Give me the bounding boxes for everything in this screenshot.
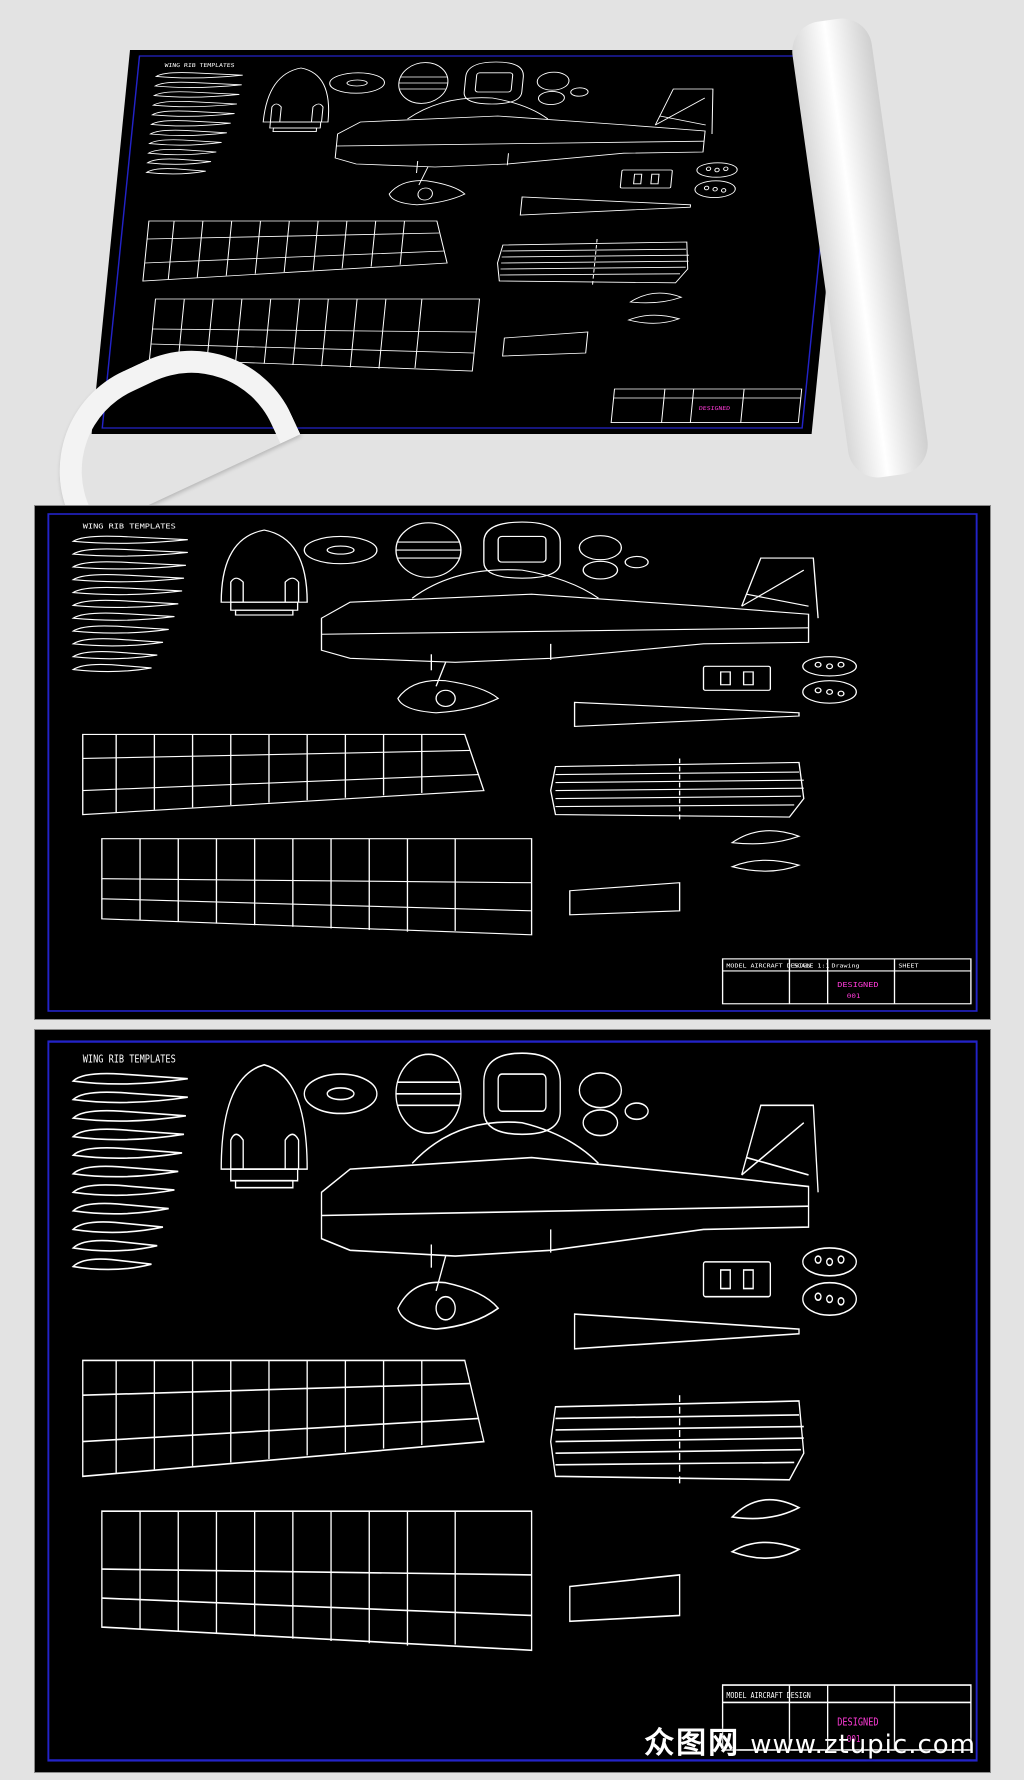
perspective-print: WING RIB TEMPLATES DESIGNED [23, 14, 932, 538]
flat-print-1: WING RIB TEMPLATES MODEL AIRCRAFT DESIGN… [34, 505, 991, 1020]
svg-text:WING RIB TEMPLATES: WING RIB TEMPLATES [83, 1054, 176, 1066]
svg-text:DESIGNED: DESIGNED [699, 405, 731, 411]
sheet-drawing: WING RIB TEMPLATES MODEL AIRCRAFT DESIGN… [35, 506, 990, 1019]
svg-text:MODEL AIRCRAFT DESIGN: MODEL AIRCRAFT DESIGN [726, 963, 811, 969]
svg-text:MODEL AIRCRAFT DESIGN: MODEL AIRCRAFT DESIGN [726, 1690, 810, 1700]
svg-text:WING RIB TEMPLATES: WING RIB TEMPLATES [83, 522, 176, 530]
svg-text:SCALE 1:1: SCALE 1:1 [793, 963, 829, 969]
title-block-number: 001 [847, 992, 861, 1000]
watermark-brand: 众图网 [644, 1726, 741, 1761]
flat-print-2: WING RIB TEMPLATES MODEL AIRCRAFT DESIGN… [34, 1029, 991, 1773]
title-block-number: 001 [847, 1734, 861, 1745]
perspective-sheet-svg: WING RIB TEMPLATES DESIGNED [90, 49, 840, 435]
title-block-title: DESIGNED [837, 1717, 879, 1729]
watermark-url: www.ztupic.com [750, 1730, 976, 1760]
title-block-title: DESIGNED [837, 981, 879, 989]
svg-text:SHEET: SHEET [898, 963, 918, 969]
watermark: 众图网 www.ztupic.com [644, 1718, 976, 1762]
svg-text:Drawing: Drawing [831, 963, 859, 969]
svg-text:WING RIB TEMPLATES: WING RIB TEMPLATES [164, 62, 235, 68]
sheet-drawing: WING RIB TEMPLATES MODEL AIRCRAFT DESIGN… [35, 1030, 990, 1772]
